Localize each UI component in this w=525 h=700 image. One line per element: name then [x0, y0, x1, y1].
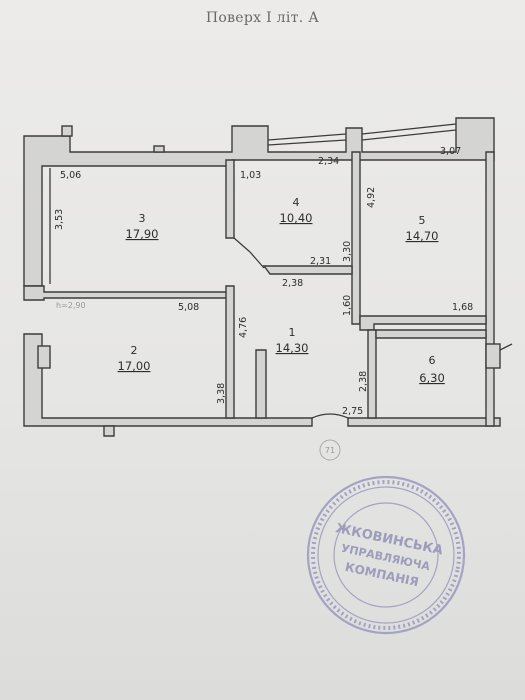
wall-left-lower [23, 333, 313, 427]
wall-stub-bottom [103, 425, 115, 437]
dim-3-30: 3,30 [342, 241, 353, 262]
page-number: 71 [325, 446, 335, 455]
dim-1-68: 1,68 [452, 302, 473, 313]
plan-title: Поверх I літ. А [205, 10, 320, 26]
dim-2-31: 2,31 [310, 256, 331, 267]
wall-pipe-right [485, 343, 501, 369]
dim-3-53: 3,53 [54, 209, 65, 230]
window-top-5-b [361, 129, 457, 141]
room-3-area: 17,90 [126, 227, 159, 241]
room-1-area: 14,30 [276, 341, 309, 355]
wall-2-right [225, 285, 235, 419]
room-2-number: 2 [131, 344, 138, 357]
official-stamp: ЖКОВИНСЬКА УПРАВЛЯЮЧА КОМПАНІЯ [306, 475, 466, 635]
wall-6-left [367, 329, 377, 419]
room-6-number: 6 [429, 354, 436, 367]
stamp-outer-ring [306, 475, 466, 635]
room-labels: 3 17,90 4 10,40 5 14,70 1 14,30 2 17,00 … [118, 196, 445, 385]
dimension-labels: 5,06 1,03 2,34 3,07 3,53 4,92 2,31 3,30 … [54, 146, 473, 417]
wall-5-bottom [359, 315, 487, 331]
dim-1-03: 1,03 [240, 170, 261, 181]
wall-bottom-right [347, 417, 501, 427]
room-5-area: 14,70 [406, 229, 439, 243]
door-entrance [311, 413, 349, 419]
dim-4-92: 4,92 [366, 187, 377, 208]
wall-left-upper [23, 117, 495, 287]
pipe-line [499, 343, 513, 351]
page-number-circle [319, 439, 341, 461]
room-5-number: 5 [419, 214, 426, 227]
room-6-area: 6,30 [419, 371, 445, 385]
dim-2-34: 2,34 [318, 156, 339, 167]
wall-middle-horizontal [23, 285, 233, 301]
room-2-area: 17,00 [118, 359, 151, 373]
wall-stub-top-1 [153, 145, 165, 153]
wall-4-diagonal [262, 265, 353, 275]
door-room-4 [233, 237, 251, 253]
window-top-4-b [267, 139, 347, 146]
stamp-ring-2 [317, 486, 455, 624]
wall-6-top [375, 329, 487, 339]
windows [49, 123, 457, 284]
dim-3-07: 3,07 [440, 146, 461, 157]
dim-2-38-lower: 2,38 [358, 371, 369, 392]
window-top-5 [361, 123, 457, 135]
wall-niche-room-2 [37, 345, 51, 369]
dim-2-38-top: 2,38 [282, 278, 303, 289]
room-4-area: 10,40 [280, 211, 313, 225]
door-room-4-leaf [249, 251, 265, 269]
room-4-number: 4 [293, 196, 300, 209]
dim-4-76: 4,76 [238, 317, 249, 338]
wall-3-4 [225, 159, 235, 239]
walls [23, 117, 513, 437]
room-3-number: 3 [139, 212, 146, 225]
dim-2-75: 2,75 [342, 406, 363, 417]
wall-stub-top-2 [61, 125, 73, 137]
page-number-mark: 71 [319, 439, 341, 461]
dim-5-08: 5,08 [178, 302, 199, 313]
doors [233, 237, 349, 419]
window-top-4 [267, 133, 347, 141]
room-1-number: 1 [289, 326, 296, 339]
wall-corridor-pillar [255, 349, 267, 419]
dim-1-60: 1,60 [342, 295, 353, 316]
wall-right [485, 151, 495, 427]
dim-height: h=2,90 [56, 301, 86, 310]
dim-3-38: 3,38 [216, 383, 227, 404]
stamp-inner-ring [333, 502, 439, 608]
dim-5-06: 5,06 [60, 170, 81, 181]
wall-4-5 [351, 151, 361, 325]
